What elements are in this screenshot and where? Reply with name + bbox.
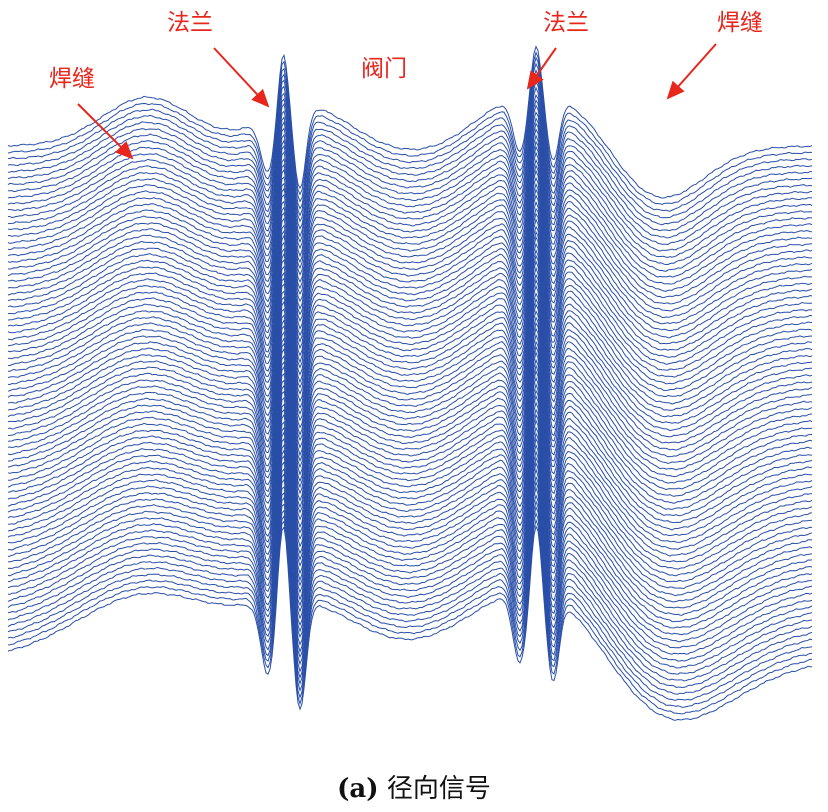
figure-caption: (a) 径向信号: [0, 768, 828, 805]
signal-trace: [7, 273, 813, 451]
signal-trace: [7, 104, 813, 265]
signal-trace: [8, 169, 813, 339]
signal-trace: [7, 278, 813, 458]
signal-trace: [7, 493, 813, 689]
signal-trace: [7, 45, 813, 199]
signal-trace: [7, 62, 813, 219]
signal-trace: [7, 486, 813, 682]
signal-trace: [7, 511, 813, 708]
signal-trace: [7, 363, 812, 550]
signal-trace: [7, 254, 813, 432]
signal-trace: [7, 111, 813, 272]
signal-trace: [8, 200, 813, 371]
signal-trace: [7, 86, 813, 246]
annotation-label-valve: 阀门: [361, 56, 407, 82]
signal-trace: [7, 51, 813, 205]
signal-trace: [8, 158, 813, 325]
signal-trace: [7, 93, 812, 252]
annotation-label-flange-left: 法兰: [167, 10, 213, 36]
signal-trace: [7, 309, 812, 491]
signal-trace: [7, 505, 813, 701]
annotations: 焊缝法兰阀门法兰焊缝: [49, 10, 763, 160]
signal-trace: [7, 242, 813, 418]
signal-trace: [7, 80, 813, 239]
signal-trace: [7, 389, 813, 577]
signal-trace: [7, 284, 813, 465]
signal-trace: [7, 292, 813, 471]
signal-trace: [7, 188, 813, 358]
signal-trace: [7, 225, 813, 397]
signal-trace: [7, 117, 813, 278]
signal-trace: [7, 128, 813, 292]
signal-trace: [7, 248, 812, 424]
signal-trace: [7, 151, 813, 319]
signal-trace: [7, 182, 813, 351]
signal-trace: [7, 358, 813, 543]
signal-trace: [7, 382, 813, 570]
signal-trace: [7, 426, 813, 616]
signal-trace: [7, 518, 813, 715]
annotation-label-flange-right: 法兰: [543, 10, 589, 36]
signal-trace: [7, 260, 813, 438]
signal-trace: [7, 327, 813, 511]
signal-trace: [7, 302, 813, 484]
signal-trace: [7, 217, 813, 392]
signal-trace: [7, 475, 813, 669]
caption-text: 径向信号: [386, 774, 491, 804]
signal-trace: [7, 401, 813, 590]
caption-tag: (a): [337, 774, 379, 804]
signal-trace: [7, 176, 813, 345]
annotation-arrow-flange-left: [213, 47, 270, 108]
waterfall-plot: 焊缝法兰阀门法兰焊缝: [7, 10, 813, 721]
signal-trace: [7, 316, 813, 497]
signal-trace: [7, 140, 813, 305]
annotation-label-weld-left: 焊缝: [49, 66, 95, 92]
signal-trace: [7, 345, 813, 531]
signal-trace: [7, 480, 812, 675]
annotation-arrow-flange-right: [526, 47, 557, 90]
signal-trace: [7, 75, 813, 232]
annotation-arrow-weld-left: [77, 103, 134, 160]
signal-trace: [7, 134, 813, 299]
signal-trace: [7, 230, 813, 405]
signal-trace: [7, 321, 812, 504]
signal-trace: [8, 340, 813, 524]
signal-trace: [7, 164, 813, 331]
signal-trace: [7, 449, 813, 643]
signal-trace: [7, 194, 813, 365]
signal-trace: [7, 499, 813, 695]
signal-trace: [7, 122, 813, 285]
signal-trace: [7, 56, 813, 212]
signal-trace: [7, 145, 813, 312]
signal-trace: [7, 418, 813, 609]
signal-trace: [7, 394, 813, 583]
signal-trace: [7, 376, 813, 563]
signal-trace: [7, 266, 813, 444]
signal-trace: [7, 413, 813, 603]
annotation-label-weld-right: 焊缝: [717, 10, 763, 36]
signal-traces: [7, 45, 813, 721]
signal-trace: [7, 408, 813, 597]
signal-trace: [7, 461, 813, 655]
signal-trace: [7, 431, 813, 623]
signal-trace: [7, 297, 813, 478]
signal-trace: [7, 369, 813, 557]
signal-trace: [7, 524, 812, 721]
signal-trace: [7, 443, 813, 636]
signal-trace: [7, 235, 813, 411]
signal-trace: [7, 99, 813, 258]
signal-trace: [7, 68, 813, 226]
signal-trace: [7, 467, 813, 662]
signal-trace: [7, 437, 813, 629]
signal-trace: [7, 212, 813, 385]
signal-trace: [7, 333, 813, 517]
signal-trace: [7, 207, 813, 378]
annotation-arrow-weld-right: [666, 43, 717, 100]
signal-trace: [7, 350, 813, 537]
signal-trace: [7, 456, 813, 649]
